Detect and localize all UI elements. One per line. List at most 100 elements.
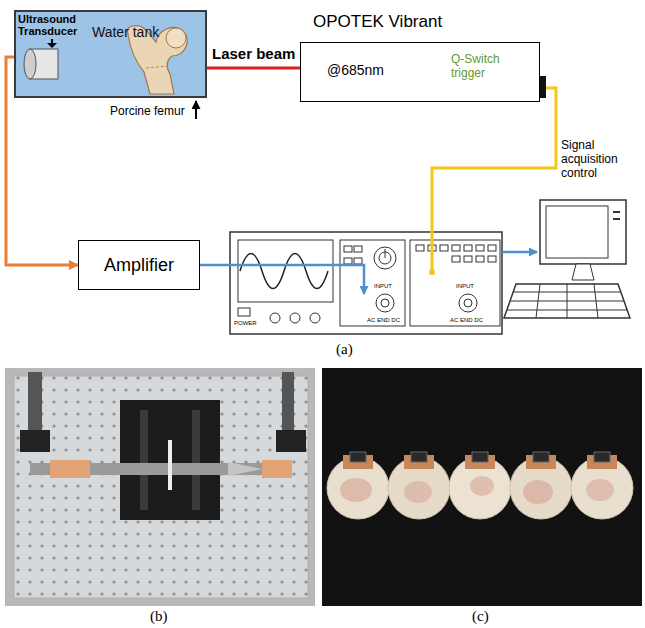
oscilloscope — [476, 245, 484, 251]
panel-text: POWER — [234, 320, 257, 327]
laser-box: OPOTEK Vibrant@685nmQ-Switch trigger — [300, 42, 540, 102]
panel-text: AC END DC — [367, 317, 400, 324]
photo-samples — [411, 452, 427, 462]
computer — [540, 200, 626, 264]
oscilloscope — [376, 294, 394, 312]
femur-pointer — [195, 101, 197, 119]
trigger-wire — [429, 88, 556, 275]
oscilloscope — [290, 313, 300, 323]
photo-setup — [5, 368, 315, 606]
edge-label: Laser beam — [210, 45, 297, 62]
photo-setup — [14, 376, 308, 598]
photo-setup — [262, 460, 292, 478]
ultrasound-transducer — [24, 49, 36, 79]
computer-heading: Signal acquisition control — [561, 139, 641, 180]
photo-setup — [5, 368, 315, 606]
oscilloscope — [488, 245, 496, 251]
tank-label: Water tank — [92, 24, 159, 40]
oscilloscope — [340, 240, 405, 326]
computer — [504, 284, 630, 318]
photo-setup — [120, 400, 220, 520]
oscilloscope — [385, 249, 386, 258]
wavelength-label: @685nm — [327, 62, 384, 78]
oscilloscope — [464, 245, 472, 251]
computer — [546, 206, 608, 258]
oscilloscope — [270, 313, 280, 323]
amplifier-box: Amplifier — [78, 240, 200, 290]
computer — [536, 284, 540, 318]
laser-trigger-port — [540, 76, 546, 98]
oscilloscope — [464, 299, 472, 307]
photo-samples — [472, 452, 488, 462]
panel-letter: (c) — [472, 608, 489, 625]
oscilloscope — [488, 256, 496, 262]
computer — [572, 264, 594, 280]
trigger-label: Q-Switch trigger — [451, 53, 531, 81]
oscilloscope — [374, 247, 396, 269]
oscilloscope — [230, 232, 502, 334]
photo-samples — [404, 481, 432, 503]
oscilloscope — [476, 256, 484, 262]
photo-setup — [276, 430, 306, 452]
porcine-femur — [146, 66, 168, 68]
laser-beam — [207, 67, 300, 70]
oscilloscope — [344, 258, 352, 264]
oscilloscope — [344, 246, 352, 252]
oscilloscope — [354, 258, 362, 264]
photo-setup — [50, 460, 90, 478]
computer — [613, 218, 620, 220]
computer — [594, 284, 598, 318]
computer-node: Signal acquisition control — [505, 195, 630, 320]
signal-wire — [200, 265, 364, 294]
photo-samples — [322, 368, 642, 606]
oscilloscope — [459, 294, 477, 312]
oscilloscope — [381, 299, 389, 307]
transducer-label: Ultrasound Transducer — [18, 13, 90, 38]
photo-setup — [20, 430, 50, 452]
photo-setup — [140, 410, 148, 510]
trigger-wire — [429, 269, 435, 275]
signal-wire — [502, 251, 537, 254]
laser-trigger-port — [540, 76, 546, 98]
computer — [504, 200, 630, 318]
oscilloscope — [464, 256, 472, 262]
femur-label: Porcine femur — [110, 105, 185, 118]
panel-text: INPUT — [374, 283, 392, 290]
oscilloscope — [238, 308, 250, 316]
trigger-wire — [432, 88, 556, 270]
oscilloscope — [310, 313, 320, 323]
photo-samples — [523, 480, 553, 504]
panel-text: AC END DC — [450, 317, 483, 324]
photo-samples — [594, 452, 610, 462]
femur-pointer — [196, 101, 197, 119]
oscilloscope — [452, 245, 460, 251]
oscilloscope — [410, 240, 500, 326]
photo-samples — [350, 452, 366, 462]
amplifier-label: Amplifier — [104, 255, 174, 276]
photo-setup — [228, 462, 262, 476]
oscilloscope — [230, 232, 502, 334]
computer — [567, 284, 568, 318]
panel-letter: (a) — [336, 341, 353, 358]
photo-samples — [322, 368, 642, 606]
oscilloscope — [416, 245, 424, 251]
laser-title: OPOTEK Vibrant — [313, 12, 442, 32]
panel-text: INPUT — [456, 283, 474, 290]
oscilloscope — [354, 246, 362, 252]
transducer-pointer — [47, 39, 57, 48]
photo-setup — [192, 410, 200, 510]
panel-letter: (b) — [150, 608, 168, 625]
photo-samples — [533, 452, 549, 462]
oscilloscope — [440, 245, 448, 251]
photo-samples — [340, 478, 372, 502]
computer — [613, 211, 620, 213]
porcine-femur — [166, 28, 186, 48]
photo-setup — [168, 440, 172, 490]
photo-samples — [470, 476, 494, 496]
transducer-pointer — [47, 43, 57, 48]
oscilloscope — [452, 256, 460, 262]
oscilloscope — [238, 240, 333, 302]
signal-wire — [200, 252, 537, 294]
ultrasound-transducer — [24, 49, 58, 79]
